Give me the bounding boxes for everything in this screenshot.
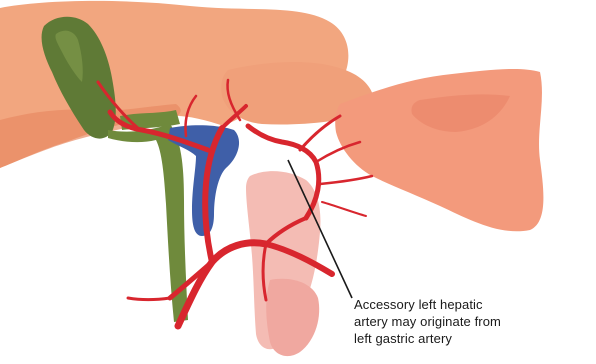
gastric-branch-3: [322, 202, 366, 216]
gastric-branch-2: [320, 176, 372, 184]
annotation-label: Accessory left hepatic artery may origin…: [354, 296, 592, 347]
pancreas-lower: [266, 279, 319, 356]
annotation-line-2: artery may originate from: [354, 313, 592, 330]
annotation-line-3: left gastric artery: [354, 330, 592, 347]
duodenal-branch: [128, 298, 170, 300]
annotation-line-1: Accessory left hepatic: [354, 296, 592, 313]
